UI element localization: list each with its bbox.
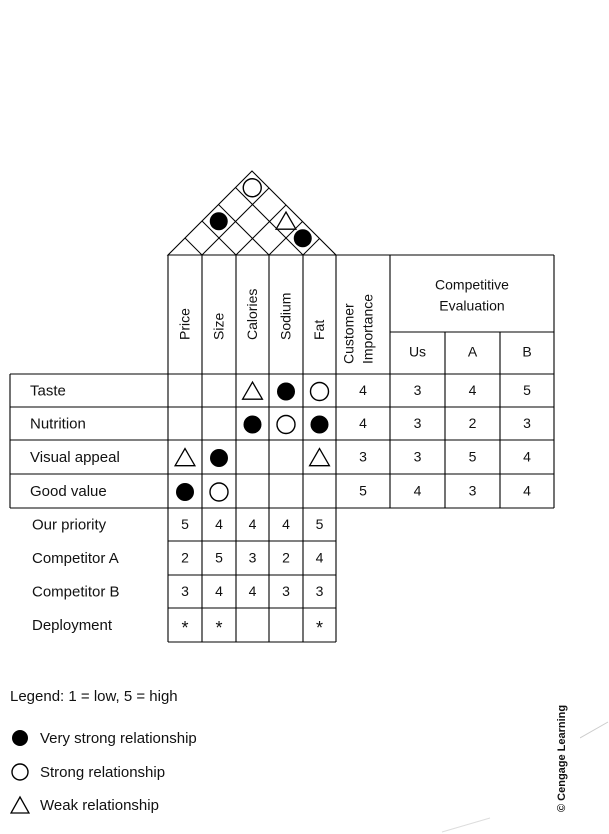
technical-requirement-label: Sodium [278, 293, 294, 340]
roof-correlation-strong-icon [242, 178, 262, 198]
evaluation-value: 3 [414, 382, 422, 398]
legend-title: Legend: 1 = low, 5 = high [10, 688, 178, 705]
bottom-row-value: 3 [316, 583, 324, 599]
deployment-asterisk: * [316, 618, 323, 638]
roof-grid-line [302, 238, 320, 256]
competitor-header: B [522, 344, 531, 360]
roof-correlation-very-strong-icon [293, 229, 312, 248]
evaluation-value: 4 [469, 382, 477, 398]
weak-relationship-icon [173, 447, 197, 467]
customer-requirement-label: Visual appeal [30, 449, 120, 466]
competitive-evaluation-header: Competitive [435, 277, 509, 293]
evaluation-value: 3 [414, 449, 422, 465]
roof-grid-line [218, 204, 270, 256]
legend-item-strong: Strong relationship [10, 761, 165, 783]
copyright-credit: © Cengage Learning [556, 704, 568, 812]
roof-grid-line [235, 187, 304, 256]
bottom-row-value: 4 [249, 583, 257, 599]
weak-relationship-icon [308, 447, 331, 467]
bottom-row-value: 4 [282, 516, 290, 532]
roof-grid-line [184, 237, 203, 256]
legend-label: Very strong relationship [40, 729, 197, 747]
legend-label: Strong relationship [40, 763, 166, 781]
roof-correlation-very-strong-icon [209, 212, 228, 231]
weak-relationship-icon [10, 795, 30, 814]
bottom-row-value: 5 [215, 550, 223, 566]
competitor-header: A [468, 344, 478, 360]
very-strong-relationship-icon [12, 730, 28, 746]
strong-relationship-icon [11, 763, 29, 781]
very-strong-relationship-icon [176, 483, 194, 501]
importance-value: 4 [359, 415, 367, 431]
competitor-header: Us [409, 344, 426, 360]
customer-requirement-label: Good value [30, 483, 107, 500]
technical-requirement-label: Size [211, 313, 227, 340]
bottom-row-value: 4 [215, 516, 223, 532]
evaluation-value: 2 [469, 415, 477, 431]
legend-item-very-strong: Very strong relationship [10, 727, 197, 749]
customer-importance-header: Customer [341, 303, 357, 364]
roof-correlation-weak-icon [274, 210, 298, 230]
bottom-row-value: 3 [282, 583, 290, 599]
bottom-row-value: 2 [181, 550, 189, 566]
decorative-line [580, 721, 609, 739]
evaluation-value: 4 [523, 449, 531, 465]
very-strong-relationship-icon [243, 415, 262, 434]
bottom-row-label: Competitor A [32, 550, 119, 567]
decorative-line [441, 817, 491, 833]
evaluation-value: 3 [523, 415, 531, 431]
technical-requirement-label: Calories [244, 289, 260, 340]
very-strong-relationship-icon [277, 382, 295, 401]
deployment-asterisk: * [181, 618, 188, 638]
importance-value: 4 [359, 382, 367, 398]
customer-requirement-label: Nutrition [30, 415, 86, 432]
bottom-row-value: 2 [282, 550, 290, 566]
technical-requirement-label: Fat [311, 320, 327, 340]
competitive-evaluation-header: Evaluation [439, 298, 504, 314]
bottom-row-value: 4 [249, 516, 257, 532]
deployment-asterisk: * [215, 618, 222, 638]
bottom-row-value: 3 [181, 583, 189, 599]
legend-label: Weak relationship [40, 796, 159, 814]
bottom-row-value: 3 [249, 550, 257, 566]
strong-relationship-icon [276, 414, 296, 435]
bottom-row-value: 4 [215, 583, 223, 599]
bottom-row-label: Our priority [32, 516, 107, 533]
technical-requirement-label: Price [177, 308, 193, 340]
evaluation-value: 4 [523, 483, 531, 499]
strong-relationship-icon [309, 381, 330, 402]
evaluation-value: 3 [414, 415, 422, 431]
roof-outline [166, 170, 338, 256]
importance-value: 3 [359, 449, 367, 465]
roof-grid-line [201, 220, 237, 256]
evaluation-value: 5 [469, 449, 477, 465]
bottom-row-value: 5 [316, 516, 324, 532]
bottom-row-value: 4 [316, 550, 324, 566]
bottom-row-label: Competitor B [32, 583, 120, 600]
customer-importance-header: Importance [360, 294, 376, 364]
bottom-row-label: Deployment [32, 617, 113, 634]
evaluation-value: 3 [469, 483, 477, 499]
customer-requirement-label: Taste [30, 382, 66, 399]
evaluation-value: 5 [523, 382, 531, 398]
importance-value: 5 [359, 483, 367, 499]
weak-relationship-icon [241, 380, 264, 400]
roof-grid-line [235, 204, 287, 256]
very-strong-relationship-icon [310, 415, 329, 434]
very-strong-relationship-icon [210, 449, 228, 467]
legend-item-weak: Weak relationship [10, 794, 159, 816]
evaluation-value: 4 [414, 483, 422, 499]
strong-relationship-icon [209, 482, 229, 502]
bottom-row-value: 5 [181, 516, 189, 532]
